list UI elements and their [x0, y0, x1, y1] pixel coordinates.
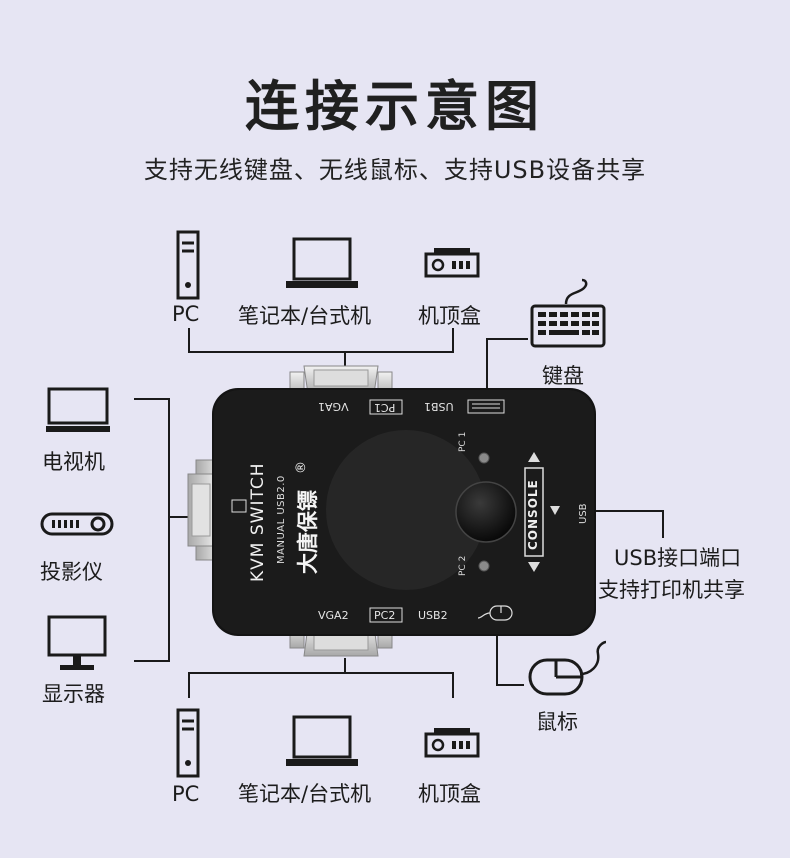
- model-label: KVM SWITCH: [248, 462, 268, 582]
- monitor-icon: [47, 615, 107, 670]
- top-laptop-label: 笔记本/台式机: [238, 304, 372, 328]
- mouse-label: 鼠标: [536, 710, 578, 734]
- port-vga1: VGA1: [318, 400, 349, 413]
- bottom-laptop-label: 笔记本/台式机: [238, 782, 372, 806]
- keyboard-connector-v: [486, 338, 488, 390]
- bottom-connector-drop: [344, 658, 346, 674]
- laptop-icon: [286, 715, 358, 766]
- settop-box-icon: [424, 728, 480, 758]
- keyboard-label: 键盘: [542, 364, 584, 388]
- pc-tower-icon: [176, 708, 200, 778]
- led-pc1-label: PC 1: [458, 431, 468, 452]
- page-subtitle: 支持无线键盘、无线鼠标、支持USB设备共享: [143, 156, 647, 184]
- projector-label: 投影仪: [40, 560, 103, 584]
- left-connector-bottom: [134, 660, 170, 662]
- registered-mark: ®: [294, 461, 309, 474]
- top-pc-label: PC: [172, 302, 200, 326]
- keyboard-icon: [530, 278, 606, 348]
- console-label: CONSOLE: [526, 479, 540, 550]
- bottom-stb-label: 机顶盒: [418, 782, 481, 806]
- tv-icon: [46, 387, 110, 432]
- bottom-connector-left: [188, 672, 190, 698]
- brand-logo-text: 大唐保镖: [296, 490, 320, 574]
- page-title: 连接示意图: [245, 75, 545, 138]
- bottom-connector-right: [452, 672, 454, 698]
- bottom-pc-label: PC: [172, 782, 200, 806]
- top-connector-bar: [188, 351, 454, 353]
- port-pc1: PC1: [374, 401, 396, 414]
- left-connector-bar: [168, 398, 170, 662]
- led-pc2-label: PC 2: [458, 555, 468, 576]
- laptop-icon: [286, 237, 358, 288]
- top-connector-left: [188, 328, 190, 353]
- port-usb1: USB1: [424, 400, 454, 413]
- port-pc2: PC2: [374, 609, 396, 622]
- port-usb2: USB2: [418, 609, 448, 622]
- left-connector-top: [134, 398, 170, 400]
- keyboard-connector-h: [486, 338, 528, 340]
- mouse-icon: [528, 640, 607, 696]
- usb-connector-v: [662, 510, 664, 538]
- pc-tower-icon: [176, 230, 200, 300]
- left-connector-mid: [168, 516, 188, 518]
- tv-label: 电视机: [42, 450, 105, 474]
- settop-box-icon: [424, 248, 480, 278]
- usb-connector-h: [596, 510, 664, 512]
- printer-sharing-label: 支持打印机共享: [598, 578, 745, 602]
- top-connector-drop: [344, 351, 346, 369]
- bottom-connector-bar: [188, 672, 454, 674]
- monitor-label: 显示器: [42, 682, 105, 706]
- top-stb-label: 机顶盒: [418, 304, 481, 328]
- model-sub-label: MANUAL USB2.0: [276, 475, 287, 564]
- side-usb-label: USB: [578, 503, 589, 524]
- mouse-connector-h: [496, 684, 524, 686]
- port-vga2: VGA2: [318, 609, 349, 622]
- usb-port-label: USB接口端口: [614, 546, 742, 570]
- mouse-connector-v: [496, 636, 498, 686]
- top-connector-right: [452, 328, 454, 353]
- projector-icon: [40, 512, 114, 536]
- kvm-switch-device: [187, 365, 596, 657]
